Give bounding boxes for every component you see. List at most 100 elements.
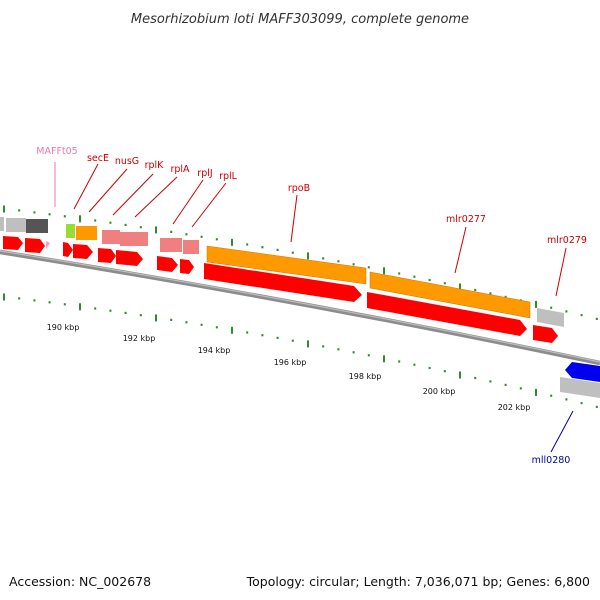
inner-minor-tick <box>489 380 492 383</box>
cds-arrow-mlr0279[interactable] <box>533 325 558 343</box>
gene-labels: MAFFt05 secE nusG rplK rplA rplJ rplL rp… <box>36 146 587 466</box>
inner-minor-tick <box>443 370 446 373</box>
inner-minor-tick <box>109 309 112 312</box>
tick-label-198: 198 kbp <box>349 372 382 381</box>
gene-rplA-box[interactable] <box>120 232 148 246</box>
outer-minor-tick <box>33 211 36 214</box>
gene-rpoB-box[interactable] <box>206 245 367 285</box>
cds-arrow-3[interactable] <box>63 242 73 257</box>
cds-arrow-5[interactable] <box>98 248 116 263</box>
leader-rplJ <box>172 179 204 225</box>
cds-arrow-1[interactable] <box>3 236 23 250</box>
inner-minor-tick <box>48 301 51 304</box>
gene-rplJ-box[interactable] <box>160 238 182 252</box>
gene-hypothetical-2[interactable] <box>6 218 26 232</box>
outer-minor-tick <box>170 230 173 233</box>
inner-minor-tick <box>322 345 325 348</box>
outer-major-tick <box>383 267 385 275</box>
inner-minor-tick <box>139 314 142 317</box>
outer-minor-tick <box>276 248 279 251</box>
gene-mlr0277-box[interactable] <box>369 271 531 319</box>
forward-strand-features <box>0 217 564 327</box>
outer-minor-tick <box>504 295 507 298</box>
inner-tick-ring <box>3 293 598 408</box>
inner-minor-tick <box>63 303 66 306</box>
label-rplL[interactable]: rplL <box>219 171 238 182</box>
outer-minor-tick <box>18 209 21 212</box>
cds-forward-arrows <box>3 236 558 343</box>
outer-minor-tick <box>291 251 294 254</box>
inner-minor-tick <box>33 299 36 302</box>
inner-major-tick <box>155 314 157 322</box>
cds-arrow-6[interactable] <box>116 250 143 266</box>
gene-rplL-box[interactable] <box>183 240 199 254</box>
outer-minor-tick <box>139 226 142 229</box>
outer-minor-tick <box>185 233 188 236</box>
outer-minor-tick <box>215 238 218 241</box>
inner-major-tick <box>79 303 81 311</box>
cds-arrow-8[interactable] <box>180 259 194 274</box>
inner-minor-tick <box>504 383 507 386</box>
label-secE[interactable]: secE <box>87 153 109 164</box>
tick-label-190: 190 kbp <box>47 323 80 332</box>
inner-minor-tick <box>352 351 355 354</box>
label-mlr0277[interactable]: mlr0277 <box>446 214 486 225</box>
outer-minor-tick <box>261 246 264 249</box>
inner-minor-tick <box>246 331 249 334</box>
inner-minor-tick <box>398 360 401 363</box>
outer-major-tick <box>3 205 5 213</box>
gene-label-leaders <box>54 162 574 453</box>
tick-label-194: 194 kbp <box>198 346 231 355</box>
label-rplJ[interactable]: rplJ <box>197 168 212 179</box>
tick-label-192: 192 kbp <box>123 334 156 343</box>
tick-label-200: 200 kbp <box>423 387 456 396</box>
label-rplK[interactable]: rplK <box>145 160 165 171</box>
label-rplA[interactable]: rplA <box>170 164 190 175</box>
label-mlr0279[interactable]: mlr0279 <box>547 235 587 246</box>
outer-major-tick <box>459 283 461 291</box>
cds-arrow-7[interactable] <box>157 256 178 272</box>
cds-arrow-4[interactable] <box>73 244 93 259</box>
outer-minor-tick <box>322 257 325 260</box>
inner-minor-tick <box>18 297 21 300</box>
gene-nusG-box[interactable] <box>76 226 97 240</box>
leader-mll0280 <box>550 410 574 453</box>
leader-mlr0277 <box>454 226 467 274</box>
genome-backbone <box>0 249 600 366</box>
label-nusG[interactable]: nusG <box>115 156 139 167</box>
outer-tick-ring <box>3 205 598 320</box>
outer-minor-tick <box>428 278 431 282</box>
cds-arrow-mlr0277[interactable] <box>367 292 527 336</box>
gene-secE-box[interactable] <box>66 224 75 238</box>
label-mll0280[interactable]: mll0280 <box>532 455 571 466</box>
outer-minor-tick <box>352 263 355 266</box>
footer-accession: Accession: NC_002678 <box>9 574 152 589</box>
leader-rplL <box>191 182 227 228</box>
gene-MAFFt05-arrow[interactable] <box>46 241 50 249</box>
inner-major-tick <box>307 340 309 348</box>
tick-label-202: 202 kbp <box>498 403 531 412</box>
outer-major-tick <box>79 215 81 223</box>
gene-hypothetical-1[interactable] <box>0 217 4 231</box>
outer-major-tick <box>231 238 233 246</box>
gene-rplK-box[interactable] <box>102 230 120 244</box>
inner-minor-tick <box>550 394 553 397</box>
outer-minor-tick <box>48 213 51 216</box>
inner-minor-tick <box>200 323 203 326</box>
outer-minor-tick <box>398 272 401 275</box>
gene-mlr0279-box[interactable] <box>537 308 564 327</box>
reverse-strand-features <box>560 362 600 398</box>
inner-minor-tick <box>185 321 188 324</box>
cds-arrow-rpoB[interactable] <box>204 263 362 302</box>
outer-minor-tick <box>337 260 340 263</box>
outer-major-tick <box>155 226 157 234</box>
inner-major-tick <box>231 326 233 334</box>
label-rpoB[interactable]: rpoB <box>288 183 310 194</box>
gene-mll0280-arrow[interactable] <box>565 362 600 382</box>
gene-mll0280-box[interactable] <box>560 377 600 398</box>
leader-rpoB <box>290 194 298 243</box>
gene-dark-1[interactable] <box>26 219 48 233</box>
label-MAFFt05[interactable]: MAFFt05 <box>36 146 77 157</box>
cds-arrow-2[interactable] <box>25 238 45 253</box>
footer-topology: Topology: circular; Length: 7,036,071 bp… <box>246 574 590 589</box>
